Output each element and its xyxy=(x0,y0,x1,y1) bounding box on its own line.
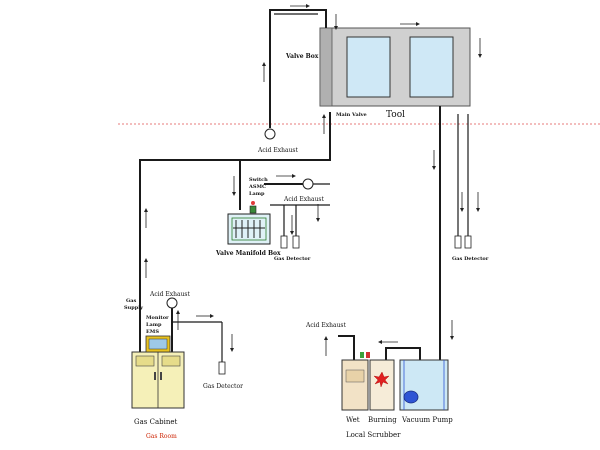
flow-arrows xyxy=(144,4,482,356)
wet-tank-panel xyxy=(345,369,365,383)
asmc-label: ASMC xyxy=(248,184,266,190)
gas-detector-vmb-label: Gas Detector xyxy=(274,256,311,262)
cabinet-vent-right xyxy=(161,355,181,367)
vmb-valves xyxy=(233,220,265,238)
tool-label: Tool xyxy=(386,110,405,120)
gas-detector-icon xyxy=(464,235,472,249)
gas-detector-icon xyxy=(292,235,300,249)
gas-cabinet: Monitor Lamp EMS Gas Cabinet Gas Room xyxy=(131,315,185,440)
gas-room-label: Gas Room xyxy=(146,433,177,440)
scrubber-exhaust-pipe xyxy=(338,335,355,360)
local-scrubber-label: Local Scrubber xyxy=(346,431,401,439)
tool-valve-strip xyxy=(319,27,333,107)
lamp-label: Lamp xyxy=(249,191,265,197)
vmb-body xyxy=(227,213,271,245)
flame-star-icon xyxy=(373,371,390,388)
scrubber-indicator-green xyxy=(360,352,364,358)
gas-cabinet-label: Gas Cabinet xyxy=(134,418,177,426)
tool: Valve Box Main Valve Tool xyxy=(285,27,471,120)
vacuum-pump-label: Vacuum Pump xyxy=(401,416,453,424)
main-valve-label: Main Valve xyxy=(336,112,367,118)
gas-supply-pipe xyxy=(139,112,331,352)
monitor-screen xyxy=(148,338,168,350)
acid-exhaust-scrubber-label: Acid Exhaust xyxy=(305,322,347,329)
tool-window-left xyxy=(346,36,391,98)
acid-exhaust-cabinet-label: Acid Exhaust xyxy=(149,291,191,298)
acid-exhaust-vmb-fan-icon xyxy=(302,178,314,190)
switch-label: Switch xyxy=(249,177,268,183)
lamp-light-icon xyxy=(251,201,255,205)
valve-box-exhaust-pipe xyxy=(269,9,327,128)
gas-detector-icon xyxy=(218,361,226,375)
acid-exhaust-top-label: Acid Exhaust xyxy=(257,147,299,154)
ems-label: EMS xyxy=(146,329,159,335)
vacuum-tank-lines xyxy=(403,360,445,410)
gas-detector-right-label: Gas Detector xyxy=(452,256,489,262)
scrubber-indicator-red xyxy=(366,352,370,358)
monitor-label: Monitor xyxy=(146,315,169,321)
gas-detector-icon xyxy=(280,235,288,249)
valve-manifold-box: Switch ASMC Lamp Valve Manifold Box xyxy=(215,177,281,257)
pump-to-scrubber-pipe xyxy=(385,347,421,362)
wet-tank xyxy=(341,359,369,411)
gas-supply-label-2: Supply xyxy=(124,305,144,311)
vmb-label: Valve Manifold Box xyxy=(215,250,281,257)
burning-label: Burning xyxy=(368,416,397,424)
acid-exhaust-vmb-label: Acid Exhaust xyxy=(283,196,325,203)
gas-supply-label-1: Gas xyxy=(126,298,137,304)
lamp-icon xyxy=(249,205,257,214)
gas-detector-cabinet-label: Gas Detector xyxy=(203,383,243,390)
cabinet-vent-left xyxy=(135,355,155,367)
acid-exhaust-top-fan-icon xyxy=(264,128,276,140)
vmb-detector-lines xyxy=(283,205,297,236)
vmb-inner xyxy=(231,217,267,241)
wet-label: Wet xyxy=(346,416,360,424)
pump-icon xyxy=(403,390,419,404)
cabinet-handle-left xyxy=(154,372,156,380)
valve-box-label: Valve Box xyxy=(285,53,319,60)
tool-window-right xyxy=(409,36,454,98)
cabinet-handle-right xyxy=(160,372,162,380)
local-scrubber: Acid Exhaust Wet Burning Local Scrubber xyxy=(305,322,401,439)
lamp-cabinet-label: Lamp xyxy=(146,322,162,328)
gas-detector-icon xyxy=(454,235,462,249)
vacuum-pump: Vacuum Pump xyxy=(399,359,453,424)
acid-exhaust-cabinet-fan-icon xyxy=(166,297,178,309)
